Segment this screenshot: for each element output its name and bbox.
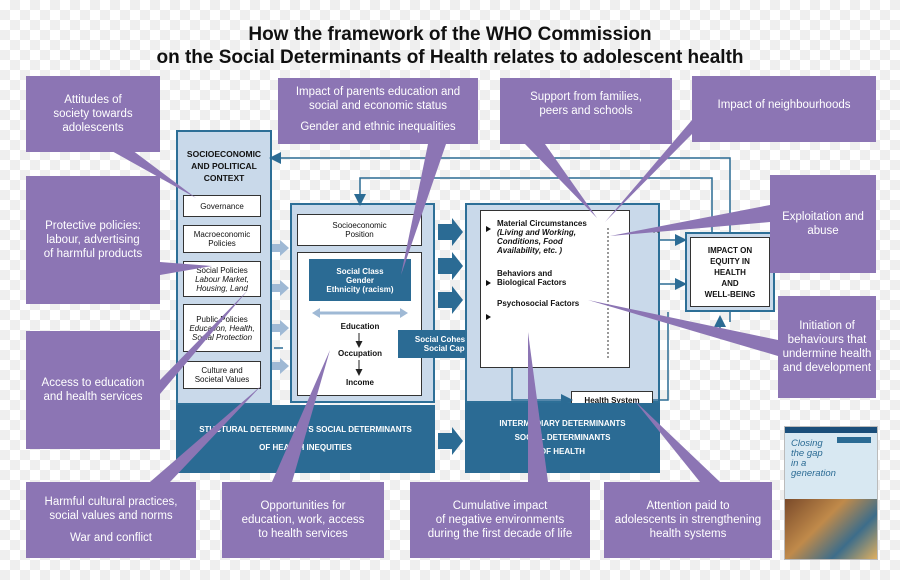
title-line-1: How the framework of the WHO Commission (248, 24, 652, 45)
callout-support: Support from families,peers and schools (500, 78, 672, 144)
occupation-label: Occupation (337, 349, 382, 358)
cover-photo (785, 499, 877, 559)
title-line-2: on the Social Determinants of Health rel… (156, 47, 744, 68)
governance-box: Governance (183, 195, 261, 217)
callout-harmful: Harmful cultural practices,social values… (26, 482, 196, 558)
arrow-1 (438, 218, 463, 246)
education-label: Education (340, 322, 380, 331)
material-circumstances: Material Circumstances (Living and Worki… (497, 219, 587, 255)
intermediary-box: Material Circumstances (Living and Worki… (480, 210, 630, 368)
cover-top-strip (785, 427, 877, 433)
psychosocial-factors: Psychosocial Factors (497, 299, 580, 308)
who-logo-icon (837, 437, 871, 443)
context-header: SOCIOECONOMIC AND POLITICAL CONTEXT (186, 149, 262, 183)
behaviors-factors: Behaviors and Biological Factors (497, 269, 567, 287)
callout-neighbourhoods: Impact of neighbourhoods (692, 76, 876, 142)
income-label: Income (345, 378, 374, 387)
